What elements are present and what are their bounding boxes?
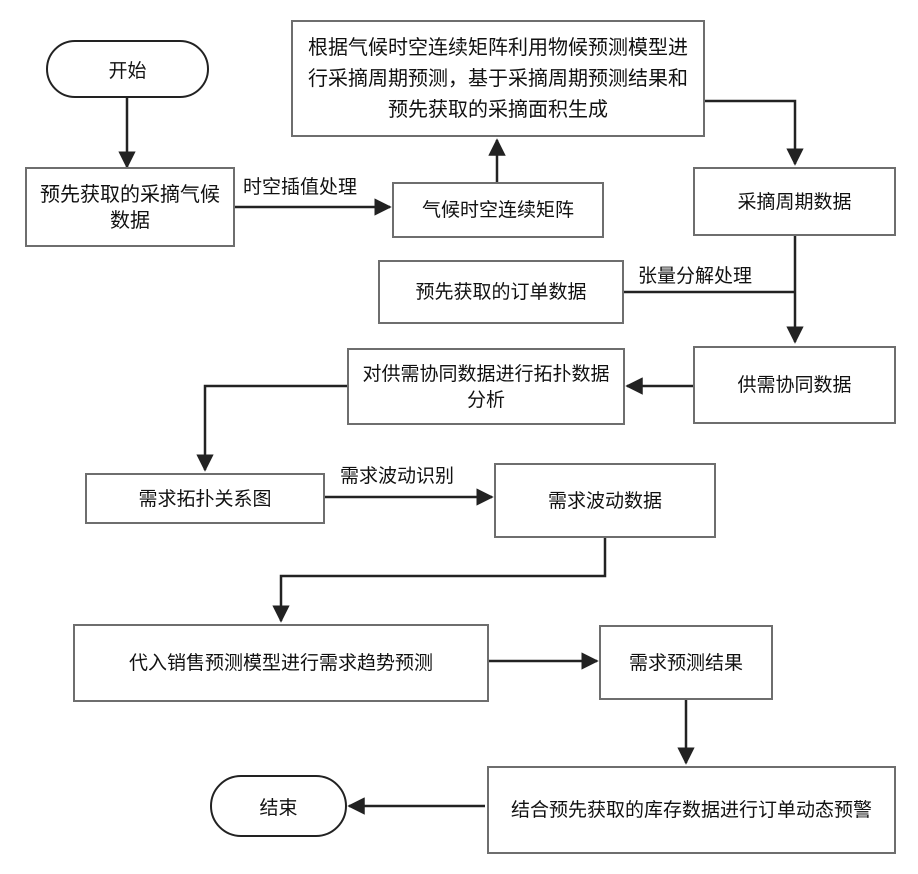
start-terminal: 开始 bbox=[46, 40, 209, 98]
arrow-fluctuation-to-trend bbox=[281, 538, 605, 621]
predict-result-box: 需求预测结果 bbox=[599, 625, 773, 700]
harvest-predict-box: 根据气候时空连续矩阵利用物候预测模型进行采摘周期预测，基于采摘周期预测结果和预先… bbox=[291, 20, 705, 137]
climate-data-box: 预先获取的采摘气候数据 bbox=[25, 167, 235, 247]
arrow-predict-to-cycle bbox=[705, 101, 795, 164]
topology-analysis-box: 对供需协同数据进行拓扑数据分析 bbox=[347, 348, 625, 425]
supply-demand-box: 供需协同数据 bbox=[693, 346, 896, 424]
climate-matrix-box: 气候时空连续矩阵 bbox=[392, 182, 604, 238]
tensor-label: 张量分解处理 bbox=[638, 265, 752, 287]
trend-predict-box: 代入销售预测模型进行需求趋势预测 bbox=[73, 624, 489, 702]
order-data-box: 预先获取的订单数据 bbox=[378, 260, 624, 324]
fluctuation-id-label: 需求波动识别 bbox=[340, 465, 454, 487]
arrow-topology-to-graph bbox=[205, 386, 347, 470]
warning-box: 结合预先获取的库存数据进行订单动态预警 bbox=[487, 766, 896, 854]
interpolation-label: 时空插值处理 bbox=[243, 176, 357, 198]
topology-graph-box: 需求拓扑关系图 bbox=[85, 473, 325, 524]
end-terminal: 结束 bbox=[210, 775, 347, 837]
fluctuation-data-box: 需求波动数据 bbox=[494, 463, 716, 538]
harvest-cycle-box: 采摘周期数据 bbox=[693, 167, 896, 236]
